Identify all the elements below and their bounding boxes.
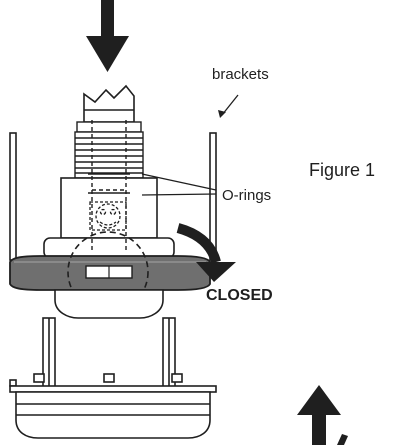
lower-housing <box>42 289 176 389</box>
up-arrow-icon <box>297 385 348 445</box>
curved-arrow-icon <box>176 223 236 282</box>
brackets-label: brackets <box>212 66 269 83</box>
valve-handle <box>9 255 211 291</box>
o-rings-label: O-rings <box>222 187 271 204</box>
base-plate <box>9 373 217 439</box>
stem-top <box>83 84 135 123</box>
threaded-stem <box>74 121 144 179</box>
ball-detail <box>89 201 127 231</box>
o-ring-marks <box>88 173 130 194</box>
brackets-pointer-arrow <box>218 110 226 118</box>
leader-lines <box>141 94 239 196</box>
figure-label: Figure 1 <box>309 160 375 180</box>
closed-label: CLOSED <box>206 287 273 304</box>
inner-stem-dashed <box>91 120 127 252</box>
down-arrow-icon <box>86 0 129 72</box>
